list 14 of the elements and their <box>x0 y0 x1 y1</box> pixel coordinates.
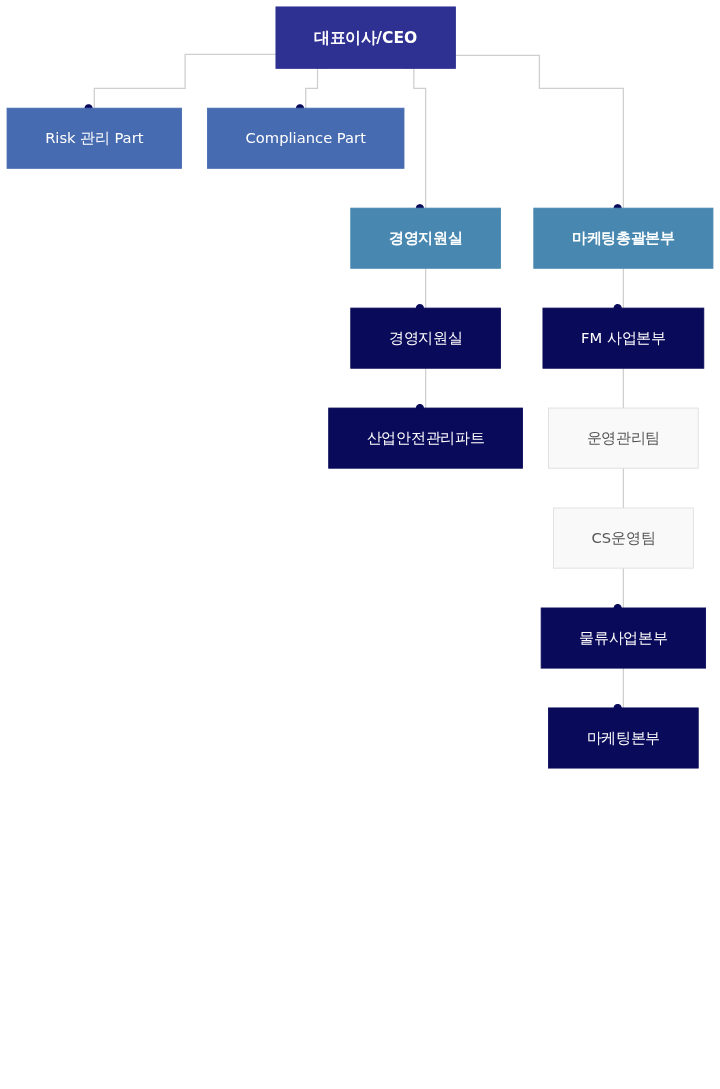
org-unit-box: 산업안전관리파트 <box>328 407 523 469</box>
org-unit-box: 마케팅본부 <box>548 707 699 769</box>
org-unit-box: 대표이사/CEO <box>275 6 456 69</box>
org-unit-box: 마케팅총괄본부 <box>533 207 714 269</box>
org-unit-box: 운영관리팀 <box>548 407 699 469</box>
org-unit-box: CS운영팀 <box>552 507 694 569</box>
org-unit-box: 경영지원실 <box>350 307 501 369</box>
org-unit-box: FM 사업본부 <box>542 307 705 369</box>
org-unit-box: 물류사업본부 <box>540 607 707 669</box>
org-unit-box: Risk 관리 Part <box>6 107 182 169</box>
connector <box>622 367 624 409</box>
org-unit-box: 경영지원실 <box>350 207 501 269</box>
org-unit-box: Compliance Part <box>207 107 405 169</box>
connector <box>622 467 624 509</box>
